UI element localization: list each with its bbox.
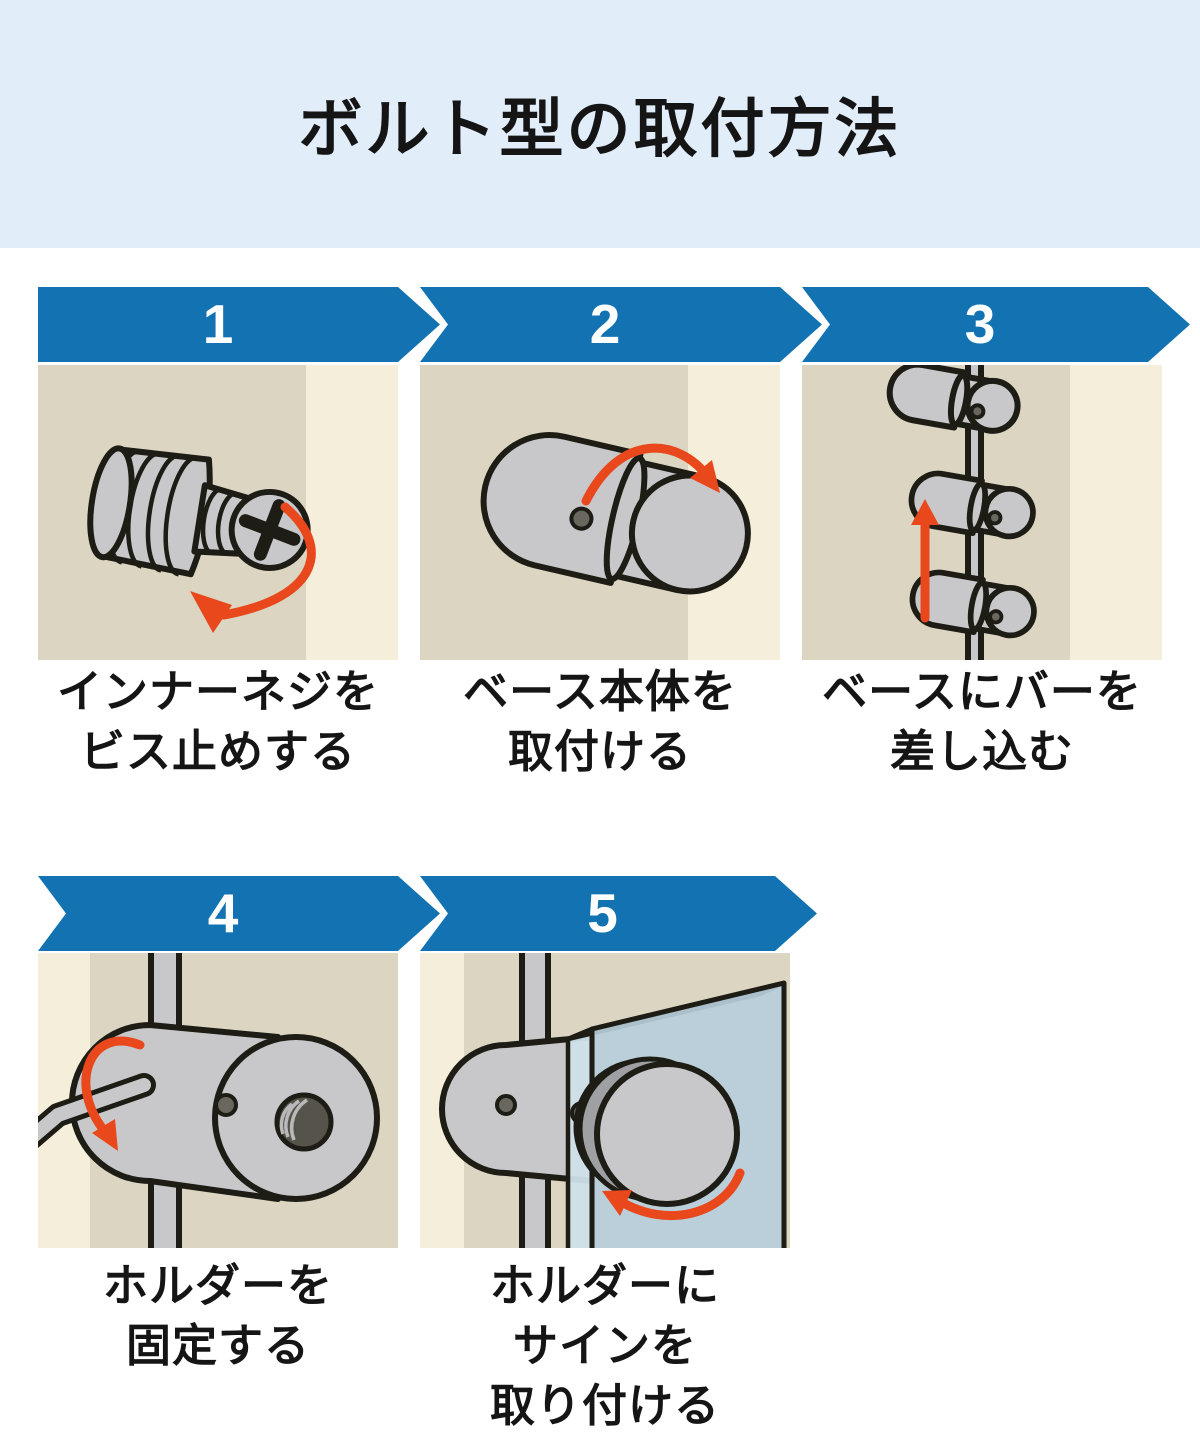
step-number: 3 <box>964 293 996 355</box>
step-caption-1: インナーネジを ビス止めする <box>56 666 379 777</box>
step-caption-5: ホルダーに サインを 取り付ける <box>489 1260 720 1431</box>
step-number: 4 <box>207 882 239 944</box>
step-banner-3: 3 <box>802 287 1192 362</box>
step-number: 5 <box>587 882 618 944</box>
rotate-arrow-icon <box>581 443 720 506</box>
arrow-ribbon-icon <box>802 287 1190 362</box>
arrow-ribbon-icon <box>420 876 817 951</box>
step-banner-1: 1 <box>38 287 442 362</box>
step-banner-5: 5 <box>420 876 819 951</box>
step-banner-2: 2 <box>420 287 824 362</box>
page-title: ボルト型の取付方法 <box>298 93 902 165</box>
step-caption-2: ベース本体を 取付ける <box>463 666 737 777</box>
step-illustration-inner-screw <box>38 365 398 660</box>
step-number: 1 <box>202 293 234 355</box>
base-body-icon <box>480 432 751 595</box>
title-banner: ボルト型の取付方法 <box>0 0 1200 248</box>
holder-icon <box>439 1034 595 1184</box>
step-illustration-holder-fix <box>38 953 398 1248</box>
arrow-ribbon-icon <box>420 287 822 362</box>
cap-disc-icon <box>573 1056 740 1207</box>
step-illustration-bar-insert <box>802 365 1162 660</box>
rotate-arrow-icon <box>602 1168 745 1220</box>
arrow-ribbon-icon <box>38 287 440 362</box>
step-number: 2 <box>589 293 621 355</box>
rotate-arrow-icon <box>190 502 316 633</box>
step-illustration-base-body <box>420 365 780 660</box>
up-arrow-icon <box>911 499 939 623</box>
step-illustration-sign-attach <box>420 953 790 1248</box>
hex-key-icon <box>38 1073 156 1148</box>
step-caption-3: ベースにバーを 差し込む <box>822 666 1142 777</box>
step-caption-4: ホルダーを 固定する <box>102 1260 333 1371</box>
holder-icon <box>69 1022 380 1202</box>
rotate-arrow-icon <box>81 1036 145 1151</box>
arrow-ribbon-icon <box>38 876 440 951</box>
step-banner-4: 4 <box>38 876 442 951</box>
